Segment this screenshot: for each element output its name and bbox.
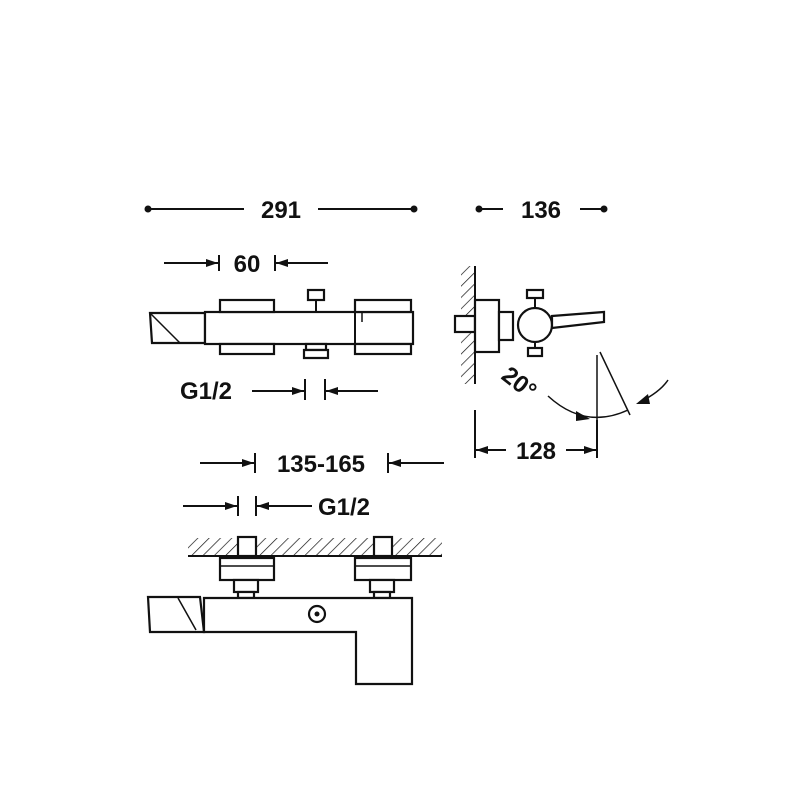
- inlet-thread-top-label: G1/2: [180, 378, 232, 405]
- dimension-wall-projection: 128: [474, 410, 598, 465]
- spout-angle-label: 20°: [496, 361, 541, 405]
- dimension-inlet-thread-top: G1/2: [180, 378, 378, 405]
- handle-spacing-label: 60: [234, 251, 261, 278]
- side-depth-label: 136: [521, 197, 561, 224]
- dimension-spout-angle: 20°: [496, 361, 669, 421]
- dimension-connection-centres: 135-165: [200, 451, 444, 478]
- dimension-inlet-thread-bottom: G1/2: [183, 494, 370, 521]
- dimension-side-depth: 136: [475, 197, 608, 224]
- connection-centres-label: 135-165: [277, 451, 365, 478]
- wall-projection-label: 128: [516, 438, 556, 465]
- front-view-mixer: [148, 288, 415, 360]
- dimension-overall-width: 291: [144, 197, 418, 224]
- side-view-mixer: [453, 266, 631, 420]
- bottom-view-mixer: [146, 535, 442, 686]
- dimension-handle-spacing: 60: [164, 251, 328, 278]
- overall-width-label: 291: [261, 197, 301, 224]
- inlet-thread-bottom-label: G1/2: [318, 494, 370, 521]
